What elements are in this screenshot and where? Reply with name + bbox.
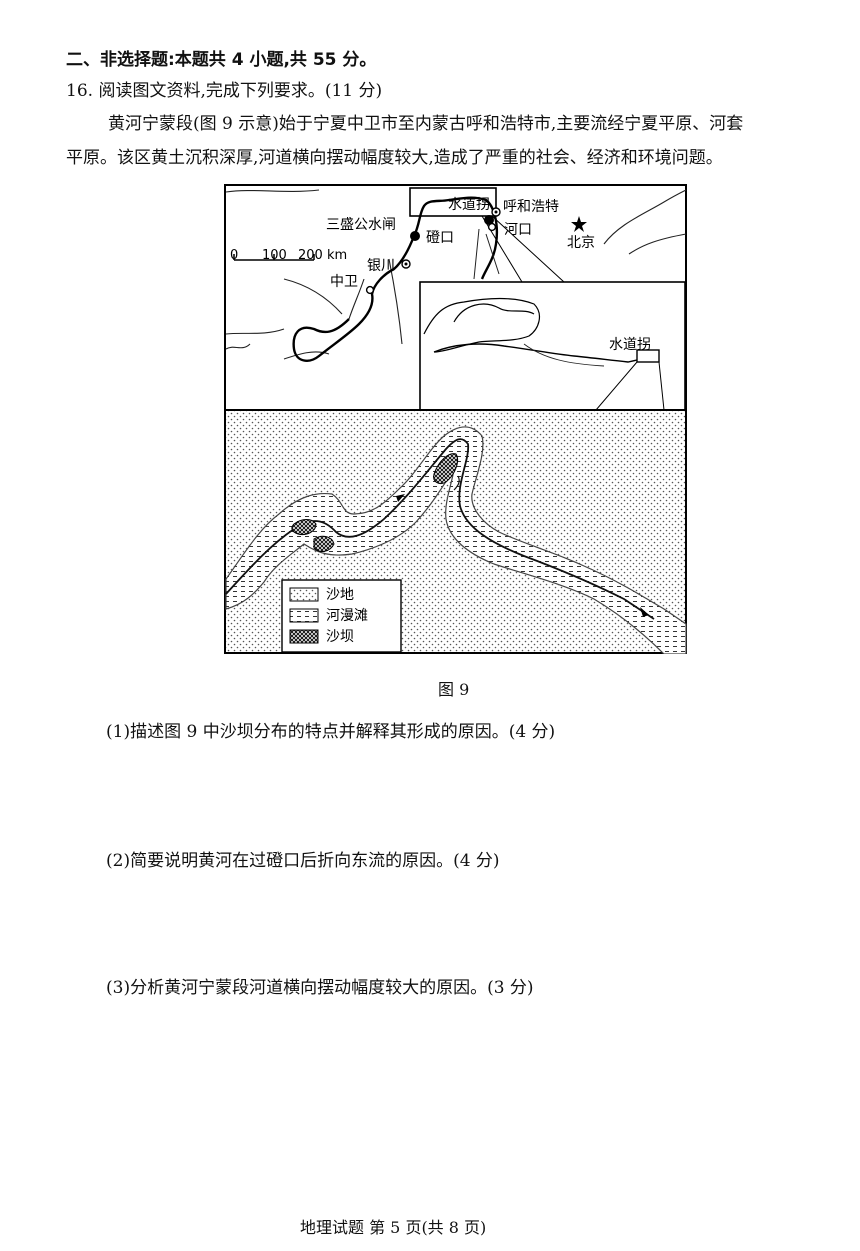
inset-map xyxy=(419,281,686,411)
legend-swatch-sand xyxy=(289,587,319,602)
label-shuidaoguai: 水道拐 xyxy=(448,197,490,213)
scale-bar xyxy=(233,254,315,261)
sub-question-2: (2)简要说明黄河在过磴口后折向东流的原因。(4 分) xyxy=(106,851,500,871)
label-dengkou: 磴口 xyxy=(426,230,454,246)
question-stem: 16. 阅读图文资料,完成下列要求。(11 分) xyxy=(66,81,383,101)
label-zhongwei: 中卫 xyxy=(330,274,358,290)
legend-label-sand: 沙地 xyxy=(326,587,354,603)
question-paragraph-line1: 黄河宁蒙段(图 9 示意)始于宁夏中卫市至内蒙古呼和浩特市,主要流经宁夏平原、河… xyxy=(108,114,744,134)
label-sanshenggong: 三盛公水闸 xyxy=(326,217,396,233)
page-footer: 地理试题 第 5 页(共 8 页) xyxy=(300,1218,487,1237)
sub-question-3: (3)分析黄河宁蒙段河道横向摆动幅度较大的原因。(3 分) xyxy=(106,978,534,998)
scale-label-200: 200 km xyxy=(298,248,347,263)
overview-map xyxy=(225,187,687,362)
label-shuidaoguai-inset: 水道拐 xyxy=(609,337,651,353)
scale-label-100: 100 xyxy=(262,248,287,263)
label-yinchuan: 银川 xyxy=(367,258,395,274)
detail-map xyxy=(224,409,687,655)
legend-label-floodplain: 河漫滩 xyxy=(326,608,368,624)
legend-swatch-floodplain xyxy=(289,608,319,623)
label-beijing: 北京 xyxy=(567,235,595,251)
label-huhehaote: 呼和浩特 xyxy=(503,199,559,215)
question-paragraph-line2: 平原。该区黄土沉积深厚,河道横向摆动幅度较大,造成了严重的社会、经济和环境问题。 xyxy=(66,148,723,168)
figure-9-map: 水道拐 呼和浩特 三盛公水闸 磴口 河口 北京 银川 中卫 0 100 200 … xyxy=(224,184,687,655)
figure-caption: 图 9 xyxy=(438,680,470,699)
legend-swatch-sandbar xyxy=(289,629,319,644)
scale-label-0: 0 xyxy=(230,248,238,263)
section-title: 二、非选择题:本题共 4 小题,共 55 分。 xyxy=(66,50,377,70)
sub-question-1: (1)描述图 9 中沙坝分布的特点并解释其形成的原因。(4 分) xyxy=(106,722,556,742)
legend-label-sandbar: 沙坝 xyxy=(326,629,354,645)
label-hekou: 河口 xyxy=(504,222,532,238)
